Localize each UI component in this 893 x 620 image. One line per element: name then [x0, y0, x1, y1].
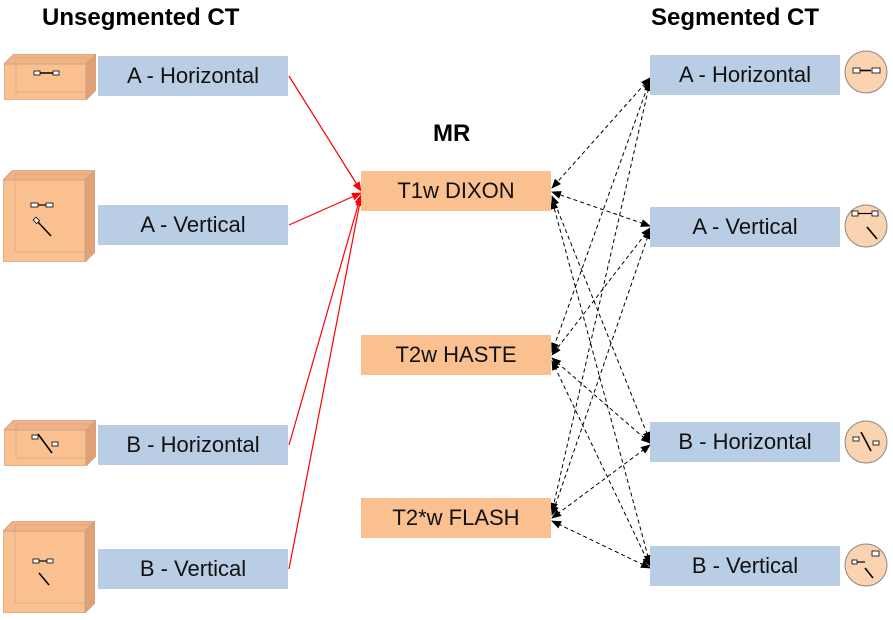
red-arrow-a-vertical: [288, 192, 362, 226]
red-arrows: [288, 75, 364, 570]
dashed-arrow-seg-a-horizontal-t2: [551, 79, 651, 353]
segmented-b-vertical-box: B - Vertical: [650, 546, 840, 586]
dashed-arrow-seg-a-horizontal-t2star: [550, 81, 652, 513]
unsegmented-b-vertical-box: B - Vertical: [98, 549, 288, 589]
disc-vertical-icon: [844, 543, 888, 587]
dashed-arrows: [550, 77, 652, 569]
mr-t1w-dixon-box: T1w DIXON: [361, 171, 551, 211]
disc-horizontal-icon: [844, 420, 888, 464]
dashed-arrow-seg-b-horizontal-t2: [551, 357, 651, 444]
segmented-ct-heading: Segmented CT: [651, 4, 820, 31]
mr-t2w-haste-box: T2w HASTE: [361, 335, 551, 375]
unsegmented-ct-heading: Unsegmented CT: [42, 4, 240, 31]
segmented-b-horizontal-box: B - Horizontal: [650, 422, 840, 462]
cube-vertical-icon: [3, 170, 95, 262]
red-arrow-a-horizontal: [288, 75, 362, 192]
unsegmented-b-horizontal-box: B - Horizontal: [98, 425, 288, 465]
red-arrow-b-horizontal: [288, 194, 363, 446]
cube-horizontal-icon: [4, 420, 96, 466]
red-arrow-b-vertical: [288, 196, 364, 570]
dashed-arrow-seg-b-horizontal-t2star: [551, 444, 651, 519]
unsegmented-a-vertical-box: A - Vertical: [98, 205, 288, 245]
dashed-arrow-seg-a-vertical-t2star: [551, 229, 651, 516]
dashed-arrow-seg-a-vertical-t2: [551, 227, 651, 356]
dashed-arrow-seg-b-vertical-t2: [551, 360, 651, 567]
dashed-arrow-seg-b-vertical-t1: [550, 199, 652, 565]
disc-vertical-icon: [844, 204, 888, 248]
dashed-arrow-seg-a-horizontal-t1: [551, 77, 651, 189]
segmented-a-horizontal-box: A - Horizontal: [650, 55, 840, 95]
unsegmented-a-horizontal-box: A - Horizontal: [98, 56, 288, 96]
mr-t2star-flash-box: T2*w FLASH: [361, 498, 551, 538]
mr-heading: MR: [433, 120, 471, 147]
disc-horizontal-icon: [844, 50, 888, 94]
segmented-a-vertical-box: A - Vertical: [650, 207, 840, 247]
dashed-arrow-seg-b-horizontal-t1: [551, 195, 651, 442]
dashed-arrow-seg-b-vertical-t2star: [551, 520, 651, 569]
dashed-arrow-seg-a-vertical-t1: [551, 191, 651, 227]
cube-horizontal-icon: [4, 54, 96, 100]
cube-vertical-icon: [3, 521, 95, 613]
